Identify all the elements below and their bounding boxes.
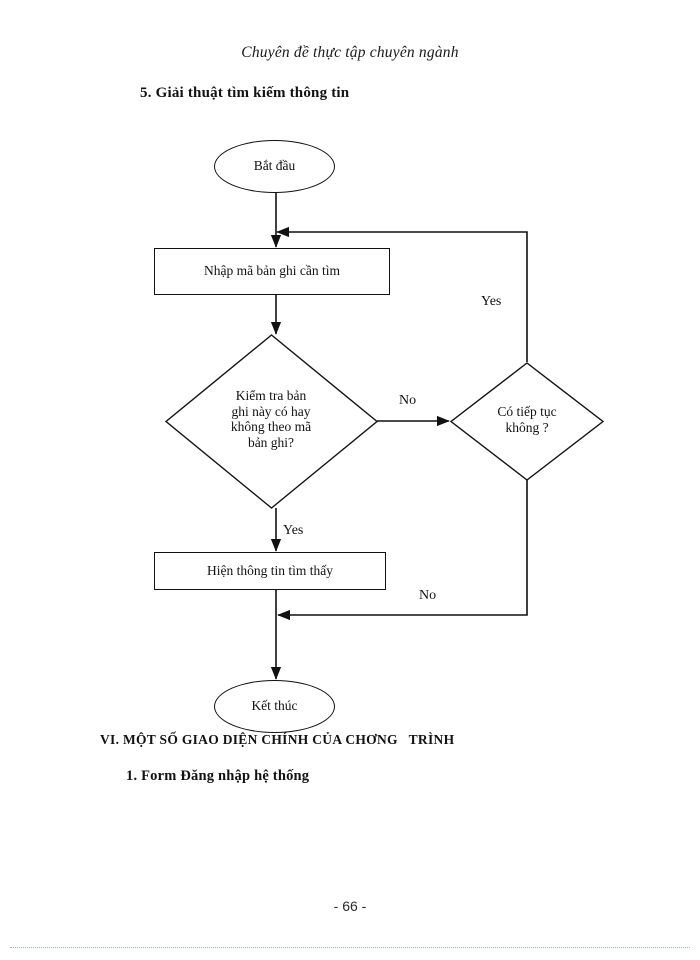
flow-node-start <box>214 140 335 193</box>
edge-label-continue-yes: Yes <box>481 294 502 309</box>
flow-node-show-info <box>154 552 386 590</box>
footer-divider <box>10 947 690 948</box>
chapter-heading: VI. MỘT SỐ GIAO DIỆN CHÍNH CỦA CHƠNG TRÌ… <box>100 732 455 747</box>
flow-node-end <box>214 680 335 733</box>
page-number: - 66 - <box>333 898 367 914</box>
sub-heading: 1. Form Đăng nhập hệ thống <box>126 768 310 784</box>
flow-node-continue-question <box>449 362 605 481</box>
edge-label-check-yes: Yes <box>283 523 304 538</box>
page-title: 5. Giải thuật tìm kiếm thông tin <box>140 85 350 101</box>
flow-node-input-code <box>154 248 390 295</box>
edge-label-check-no: No <box>399 393 417 408</box>
running-head: Chuyên đề thực tập chuyên ngành <box>241 44 459 61</box>
flow-node-check-record <box>164 334 379 509</box>
edge-label-continue-no: No <box>419 588 437 603</box>
